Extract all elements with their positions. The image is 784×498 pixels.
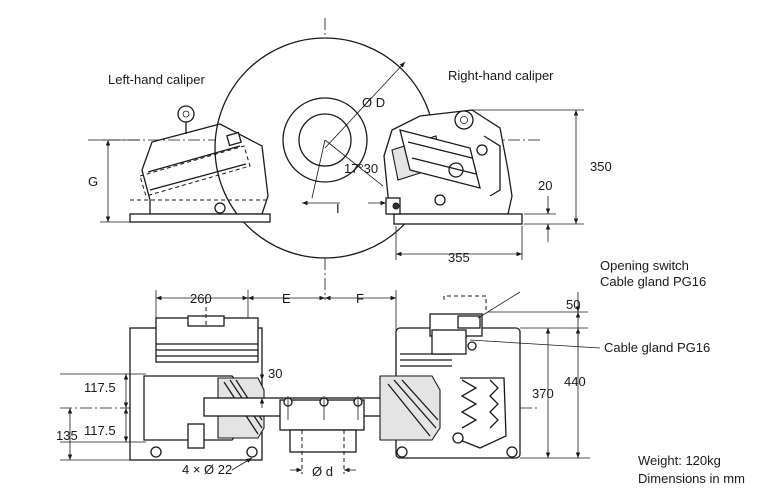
dim-e-label: E (282, 291, 291, 306)
shaft-diameter-label: Ø d (312, 464, 333, 479)
dim-117-5-top-label: 117.5 (84, 380, 116, 395)
dim-370-label: 370 (532, 386, 554, 401)
opening-switch-label: Opening switch (600, 258, 689, 273)
dim-355-label: 355 (448, 250, 470, 265)
dim-350-label: 350 (590, 159, 612, 174)
dim-260-label: 260 (190, 291, 212, 306)
left-caliper-label: Left-hand caliper (108, 72, 206, 87)
dim-f-label: F (356, 291, 364, 306)
right-caliper-plan (379, 295, 521, 459)
dim-i-label: I (336, 201, 340, 216)
left-hand-caliper (129, 105, 271, 223)
dim-135-label: 135 (56, 428, 78, 443)
disc-diameter-label: Ø D (362, 95, 385, 110)
plan-view (60, 290, 601, 474)
hub-bore (298, 113, 352, 167)
right-hand-caliper (383, 109, 523, 225)
left-caliper-plan (129, 300, 265, 461)
angle-label: 17°30 (344, 161, 378, 176)
dim-30-label: 30 (268, 366, 282, 381)
dim-g-label: G (88, 174, 98, 189)
units-note: Dimensions in mm (638, 471, 745, 486)
right-caliper-label: Right-hand caliper (448, 68, 554, 83)
dim-117-5-bottom-label: 117.5 (84, 423, 116, 438)
cable-gland-1-label: Cable gland PG16 (600, 274, 706, 289)
dim-50-label: 50 (566, 297, 580, 312)
weight-note: Weight: 120kg (638, 453, 721, 468)
cable-gland-2-label: Cable gland PG16 (604, 340, 710, 355)
dim-20-label: 20 (538, 178, 552, 193)
dim-440-label: 440 (564, 374, 586, 389)
holes-label: 4 × Ø 22 (182, 462, 232, 477)
side-elevation-view (88, 18, 584, 300)
